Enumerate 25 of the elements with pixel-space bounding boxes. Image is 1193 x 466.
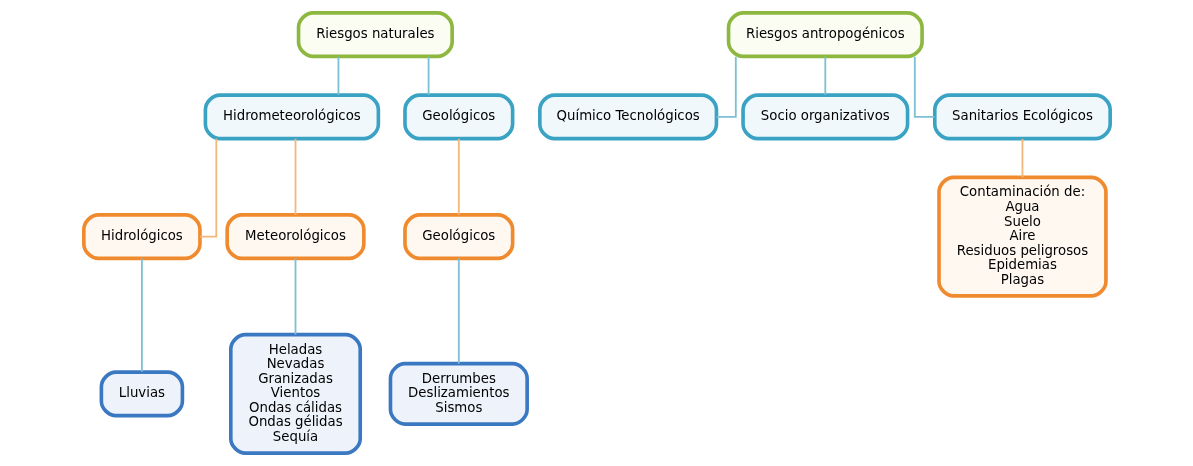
node-box: Geológicos xyxy=(402,93,514,141)
node-box: Riesgos naturales xyxy=(296,11,454,59)
node-box: Hidrometeorológicos xyxy=(203,93,380,141)
node-box: Socio organizativos xyxy=(740,93,909,141)
connector xyxy=(715,55,737,118)
node-box: Sanitarios Ecológicos xyxy=(932,93,1112,141)
connector xyxy=(140,257,143,373)
node-box: Contaminación de: Agua Suelo Aire Residuos peligrosos Epidemias Plagas xyxy=(936,175,1108,298)
connector xyxy=(823,55,826,96)
connector xyxy=(294,137,296,216)
node-box: Geológicos xyxy=(402,213,514,261)
connector xyxy=(294,257,296,336)
connector xyxy=(1021,137,1023,179)
node-box: Hidrológicos xyxy=(81,213,202,261)
node-box: Heladas Nevadas Granizadas Vientos Ondas cálidas Ondas gélidas Sequía xyxy=(228,332,362,455)
node-box: Lluvias xyxy=(99,370,184,418)
connector xyxy=(457,137,460,216)
node-box: Meteorológicos xyxy=(224,213,366,261)
connector xyxy=(337,55,339,96)
node-box: Riesgos antropogénicos xyxy=(726,11,924,59)
connector xyxy=(427,55,429,96)
node-box: Químico Tecnológicos xyxy=(537,93,718,141)
node-box: Derrumbes Deslizamientos Sismos xyxy=(388,361,529,426)
connector xyxy=(913,55,935,118)
connector xyxy=(457,257,460,365)
